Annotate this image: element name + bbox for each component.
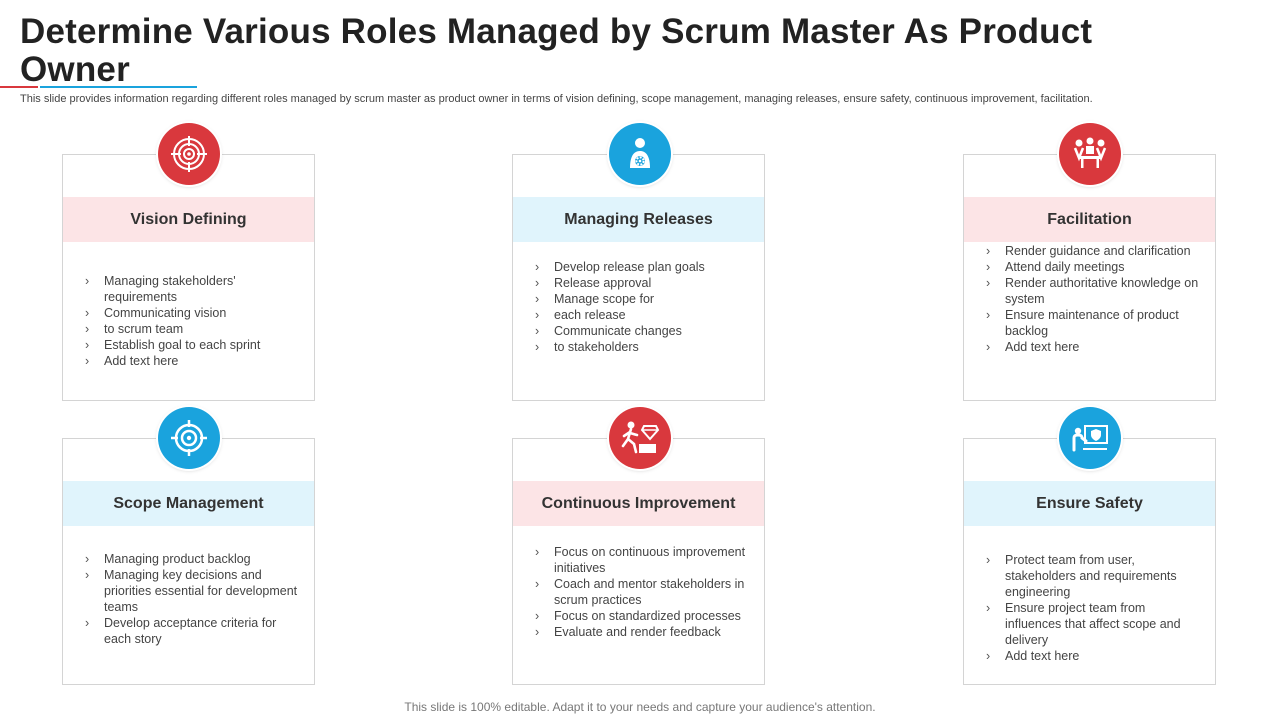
card-managing-releases: Managing Releases Develop release plan g…	[512, 154, 765, 401]
card-body: Managing stakeholders' requirements Comm…	[63, 242, 314, 400]
list-item: to stakeholders	[535, 339, 705, 355]
list-item: Manage scope for	[535, 291, 705, 307]
card-vision-defining: Vision Defining Managing stakeholders' r…	[62, 154, 315, 401]
title-underline-red	[0, 86, 38, 88]
bullet-list: Managing stakeholders' requirements Comm…	[63, 273, 314, 369]
card-scope-management: Scope Management Managing product backlo…	[62, 438, 315, 685]
bullet-list: Develop release plan goals Release appro…	[513, 259, 721, 355]
list-item: to scrum team	[85, 321, 298, 337]
card-title: Vision Defining	[63, 197, 314, 242]
list-item: Attend daily meetings	[986, 259, 1199, 275]
card-title: Ensure Safety	[964, 481, 1215, 526]
person-gear-icon	[609, 123, 671, 185]
list-item: Ensure project team from influences that…	[986, 600, 1199, 648]
card-title: Continuous Improvement	[513, 481, 764, 526]
list-item: Managing stakeholders' requirements	[85, 273, 298, 305]
card-title: Managing Releases	[513, 197, 764, 242]
list-item: Ensure maintenance of product backlog	[986, 307, 1199, 339]
list-item: Evaluate and render feedback	[535, 624, 748, 640]
card-body: Develop release plan goals Release appro…	[513, 242, 764, 400]
bullet-list: Render guidance and clarification Attend…	[964, 243, 1215, 355]
card-continuous-improvement: Continuous Improvement Focus on continuo…	[512, 438, 765, 685]
card-body: Focus on continuous improvement initiati…	[513, 526, 764, 684]
page-title: Determine Various Roles Managed by Scrum…	[20, 12, 1093, 89]
card-body: Render guidance and clarification Attend…	[964, 242, 1215, 400]
list-item: Managing key decisions and priorities es…	[85, 567, 298, 615]
list-item: Communicating vision	[85, 305, 298, 321]
list-item: Add text here	[986, 339, 1199, 355]
list-item: Render authoritative knowledge on system	[986, 275, 1199, 307]
climbing-diamond-icon	[609, 407, 671, 469]
crosshair-icon	[158, 407, 220, 469]
list-item: Protect team from user, stakeholders and…	[986, 552, 1199, 600]
list-item: Develop release plan goals	[535, 259, 705, 275]
presenter-shield-icon	[1059, 407, 1121, 469]
list-item: Managing product backlog	[85, 551, 298, 567]
card-body: Managing product backlog Managing key de…	[63, 526, 314, 684]
card-body: Protect team from user, stakeholders and…	[964, 526, 1215, 684]
target-icon	[158, 123, 220, 185]
list-item: Add text here	[986, 648, 1199, 664]
list-item: Focus on standardized processes	[535, 608, 748, 624]
list-item: Develop acceptance criteria for each sto…	[85, 615, 298, 647]
card-title: Facilitation	[964, 197, 1215, 242]
list-item: each release	[535, 307, 705, 323]
list-item: Focus on continuous improvement initiati…	[535, 544, 748, 576]
list-item: Add text here	[85, 353, 298, 369]
card-facilitation: Facilitation Render guidance and clarifi…	[963, 154, 1216, 401]
card-title: Scope Management	[63, 481, 314, 526]
footer-note: This slide is 100% editable. Adapt it to…	[404, 700, 876, 714]
page-subtitle: This slide provides information regardin…	[20, 93, 1093, 105]
list-item: Establish goal to each sprint	[85, 337, 298, 353]
list-item: Release approval	[535, 275, 705, 291]
bullet-list: Protect team from user, stakeholders and…	[964, 552, 1215, 664]
bullet-list: Managing product backlog Managing key de…	[63, 551, 314, 647]
list-item: Communicate changes	[535, 323, 705, 339]
card-ensure-safety: Ensure Safety Protect team from user, st…	[963, 438, 1216, 685]
meeting-icon	[1059, 123, 1121, 185]
list-item: Coach and mentor stakeholders in scrum p…	[535, 576, 748, 608]
list-item: Render guidance and clarification	[986, 243, 1199, 259]
title-underline-blue	[40, 86, 197, 88]
bullet-list: Focus on continuous improvement initiati…	[513, 544, 764, 640]
